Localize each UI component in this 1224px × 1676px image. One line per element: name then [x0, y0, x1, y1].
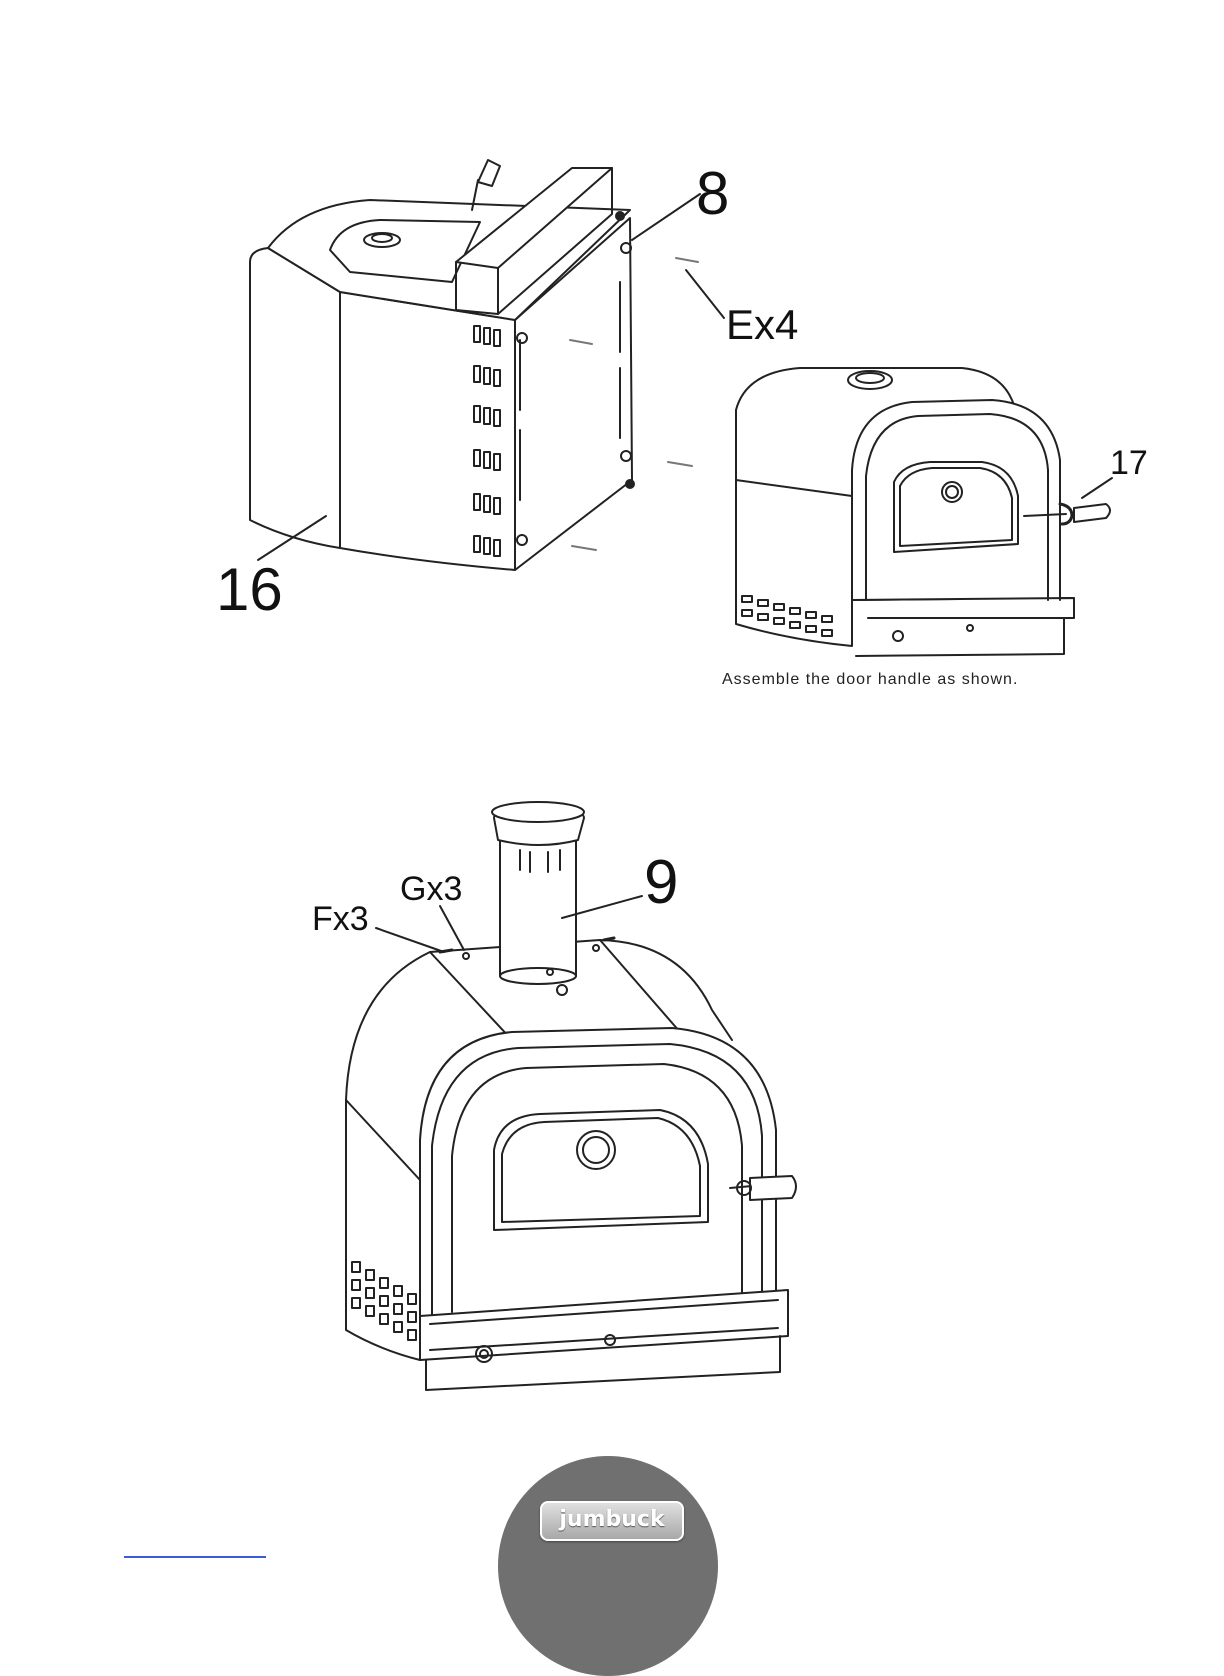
manual-page: 16 8 Ex4 17 Assemble the door handle as … [0, 0, 1224, 1584]
oven-body-drawing [250, 160, 634, 570]
callout-ex4: Ex4 [726, 304, 798, 346]
callout-fx3: Fx3 [312, 902, 369, 936]
footer-badge [498, 1456, 718, 1676]
jumbuck-logo: jumbuck [540, 1501, 684, 1541]
leader-ex4 [686, 270, 724, 318]
oven-small-drawing [736, 368, 1110, 656]
callout-9: 9 [644, 852, 678, 914]
leader-fx3 [376, 928, 444, 952]
logo-text: jumbuck [542, 1503, 682, 1537]
callout-8: 8 [696, 164, 729, 224]
leader-8 [632, 194, 700, 240]
callout-gx3: Gx3 [400, 872, 462, 906]
leader-gx3 [440, 906, 464, 950]
door-handle-caption: Assemble the door handle as shown. [722, 671, 1018, 689]
callout-17: 17 [1110, 446, 1148, 480]
footer-link-underline[interactable] [124, 1556, 266, 1558]
assembly-illustration [0, 0, 1224, 1584]
leader-17 [1082, 478, 1112, 498]
callout-16: 16 [216, 560, 283, 620]
